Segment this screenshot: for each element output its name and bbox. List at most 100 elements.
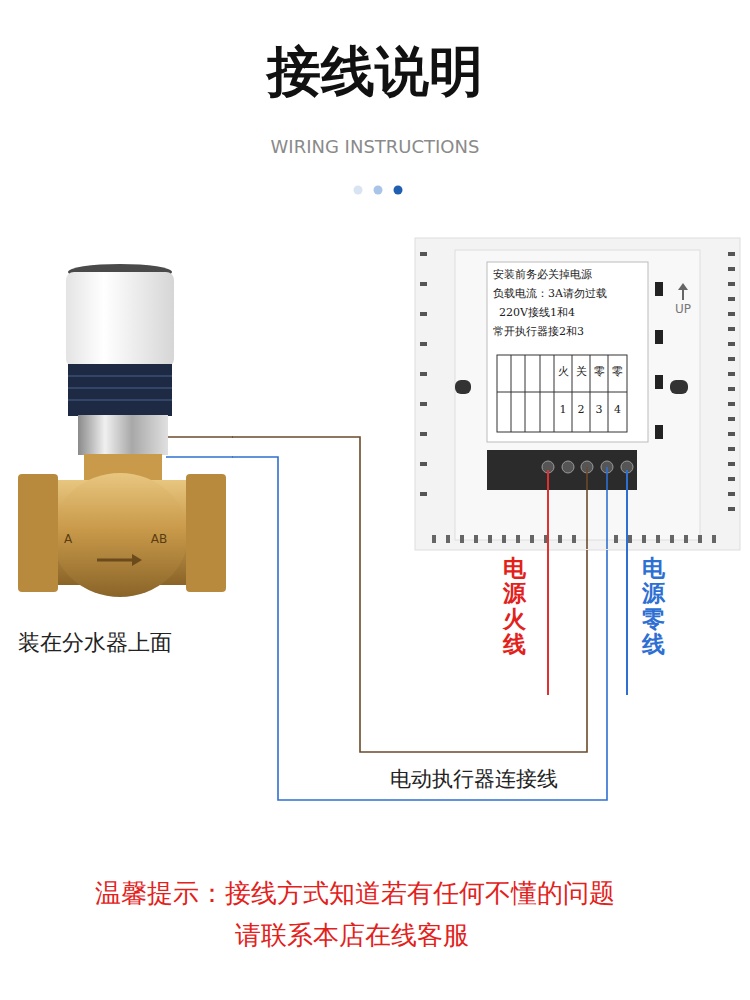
thermostat-back-part-part bbox=[420, 282, 427, 286]
subtitle: WIRING INSTRUCTIONS bbox=[0, 136, 750, 157]
valve-picture-part bbox=[18, 474, 58, 592]
thermostat-back-part-part bbox=[728, 492, 735, 496]
actuator-wire bbox=[232, 437, 587, 752]
thermostat-back-part-part bbox=[420, 372, 427, 376]
page-dots-part bbox=[354, 186, 363, 195]
thermostat-back-part-part bbox=[728, 282, 735, 286]
valve-caption: 装在分水器上面 bbox=[18, 628, 232, 658]
thermostat-back-part-part bbox=[614, 535, 618, 543]
thermostat-back-part-part bbox=[728, 312, 735, 316]
valve-picture-part bbox=[78, 415, 168, 455]
thermostat-back-part-part bbox=[525, 355, 526, 432]
thermostat-back-part-part bbox=[497, 355, 627, 432]
actuator-wire bbox=[232, 457, 607, 800]
table-cell: 3 bbox=[590, 403, 608, 416]
table-cell: 2 bbox=[572, 403, 590, 416]
thermostat-back-part-part bbox=[420, 252, 427, 256]
thermostat-back-part-part bbox=[488, 535, 492, 543]
table-cell: 零 bbox=[590, 364, 608, 379]
thermostat-back-part-part bbox=[728, 447, 735, 451]
thermostat-back-part bbox=[655, 282, 663, 296]
thermostat-back-part-part bbox=[608, 355, 609, 432]
thermostat-back-part-part bbox=[590, 355, 591, 432]
thermostat-back-part bbox=[678, 283, 688, 290]
valve-node: 装在分水器上面 bbox=[12, 262, 232, 662]
valve-marking: A bbox=[58, 532, 78, 546]
terminal-wires bbox=[587, 467, 607, 549]
table-cell: 零 bbox=[608, 364, 627, 379]
thermostat-back-part-part bbox=[728, 252, 735, 256]
thermostat-back-part-part bbox=[420, 432, 427, 436]
thermostat-back-part-part bbox=[728, 417, 735, 421]
table-cell: 关 bbox=[572, 364, 590, 379]
thermostat-back-part-part bbox=[420, 402, 427, 406]
thermostat-back-part-part bbox=[728, 507, 735, 511]
sticker-line: 安装前务必关掉电源 bbox=[493, 265, 740, 284]
thermostat-back-part-part bbox=[728, 267, 735, 271]
thermostat-back-part-part bbox=[728, 297, 735, 301]
power-wires-part bbox=[626, 470, 628, 695]
thermostat-back-part-part bbox=[728, 477, 735, 481]
thermostat-back-part-part bbox=[432, 535, 436, 543]
wire-label: 电源火线 bbox=[503, 556, 526, 657]
valve-picture-part bbox=[168, 436, 233, 438]
valve-picture-part bbox=[68, 387, 172, 389]
note-line: 温馨提示：接线方式知道若有任何不懂的问题 bbox=[95, 876, 615, 911]
valve-picture-part bbox=[52, 473, 188, 597]
thermostat-back-part bbox=[455, 380, 471, 394]
valve-picture-part bbox=[68, 364, 172, 416]
thermostat-back-part bbox=[497, 355, 627, 432]
page-dots bbox=[354, 186, 403, 195]
thermostat-back-part-part bbox=[420, 342, 427, 346]
thermostat-back-part-part bbox=[572, 355, 573, 432]
thermostat-back-part-part bbox=[540, 355, 541, 432]
page-dots-part bbox=[374, 186, 383, 195]
terminal-wires-part bbox=[586, 467, 588, 549]
thermostat-back-part-part bbox=[728, 342, 735, 346]
page-dots-part bbox=[394, 186, 403, 195]
thermostat-back-part-part bbox=[728, 387, 735, 391]
valve-picture-part bbox=[186, 474, 226, 592]
thermostat-back-part-part bbox=[511, 355, 512, 432]
thermostat-back bbox=[415, 238, 740, 550]
valve-picture-part bbox=[68, 399, 172, 401]
thermostat-back-part-part bbox=[728, 402, 735, 406]
valve-marking: AB bbox=[146, 532, 172, 546]
power-wires-part bbox=[547, 470, 549, 695]
thermostat-back-part bbox=[562, 461, 574, 473]
title: 接线说明 bbox=[0, 36, 750, 109]
thermostat-back-part-part bbox=[572, 535, 576, 543]
thermostat-back-part-part bbox=[420, 492, 427, 496]
up-mark: UP bbox=[670, 302, 696, 316]
sticker-line: 220V接线1和4 bbox=[493, 303, 740, 322]
wire-label: 电源零线 bbox=[642, 556, 665, 657]
thermostat-back-part-part bbox=[728, 372, 735, 376]
thermostat-back-part-part bbox=[460, 535, 464, 543]
thermostat-back-part-part bbox=[642, 535, 646, 543]
thermostat-back-part-part bbox=[728, 357, 735, 361]
thermostat-back-part bbox=[432, 535, 716, 543]
thermostat-back-part-part bbox=[516, 535, 520, 543]
valve-picture-part bbox=[132, 554, 142, 566]
thermostat-back-part-part bbox=[420, 462, 427, 466]
valve-picture bbox=[18, 264, 233, 597]
thermostat-back-part-part bbox=[420, 312, 427, 316]
wire-label: 电动执行器连接线 bbox=[360, 765, 587, 793]
thermostat-back-part bbox=[655, 425, 663, 439]
thermostat-back-part-part bbox=[728, 432, 735, 436]
thermostat-back-part-part bbox=[502, 535, 506, 543]
thermostat-back-part-part bbox=[656, 535, 660, 543]
thermostat-back-part bbox=[655, 375, 663, 389]
thermostat-back-part-part bbox=[558, 535, 562, 543]
note-line: 请联系本店在线客服 bbox=[235, 918, 469, 953]
table-cell: 火 bbox=[554, 364, 572, 379]
thermostat-back-part-part bbox=[474, 535, 478, 543]
thermostat-back-part-part bbox=[698, 535, 702, 543]
valve-picture-part bbox=[66, 272, 174, 367]
thermostat-back-part-part bbox=[728, 327, 735, 331]
thermostat-back-part bbox=[670, 380, 688, 394]
sticker-line: 常开执行器接2和3 bbox=[493, 322, 740, 341]
thermostat-node: 安装前务必关掉电源负载电流：3A请勿过载220V接线1和4常开执行器接2和3 bbox=[415, 238, 740, 550]
valve-picture-part bbox=[68, 375, 172, 377]
